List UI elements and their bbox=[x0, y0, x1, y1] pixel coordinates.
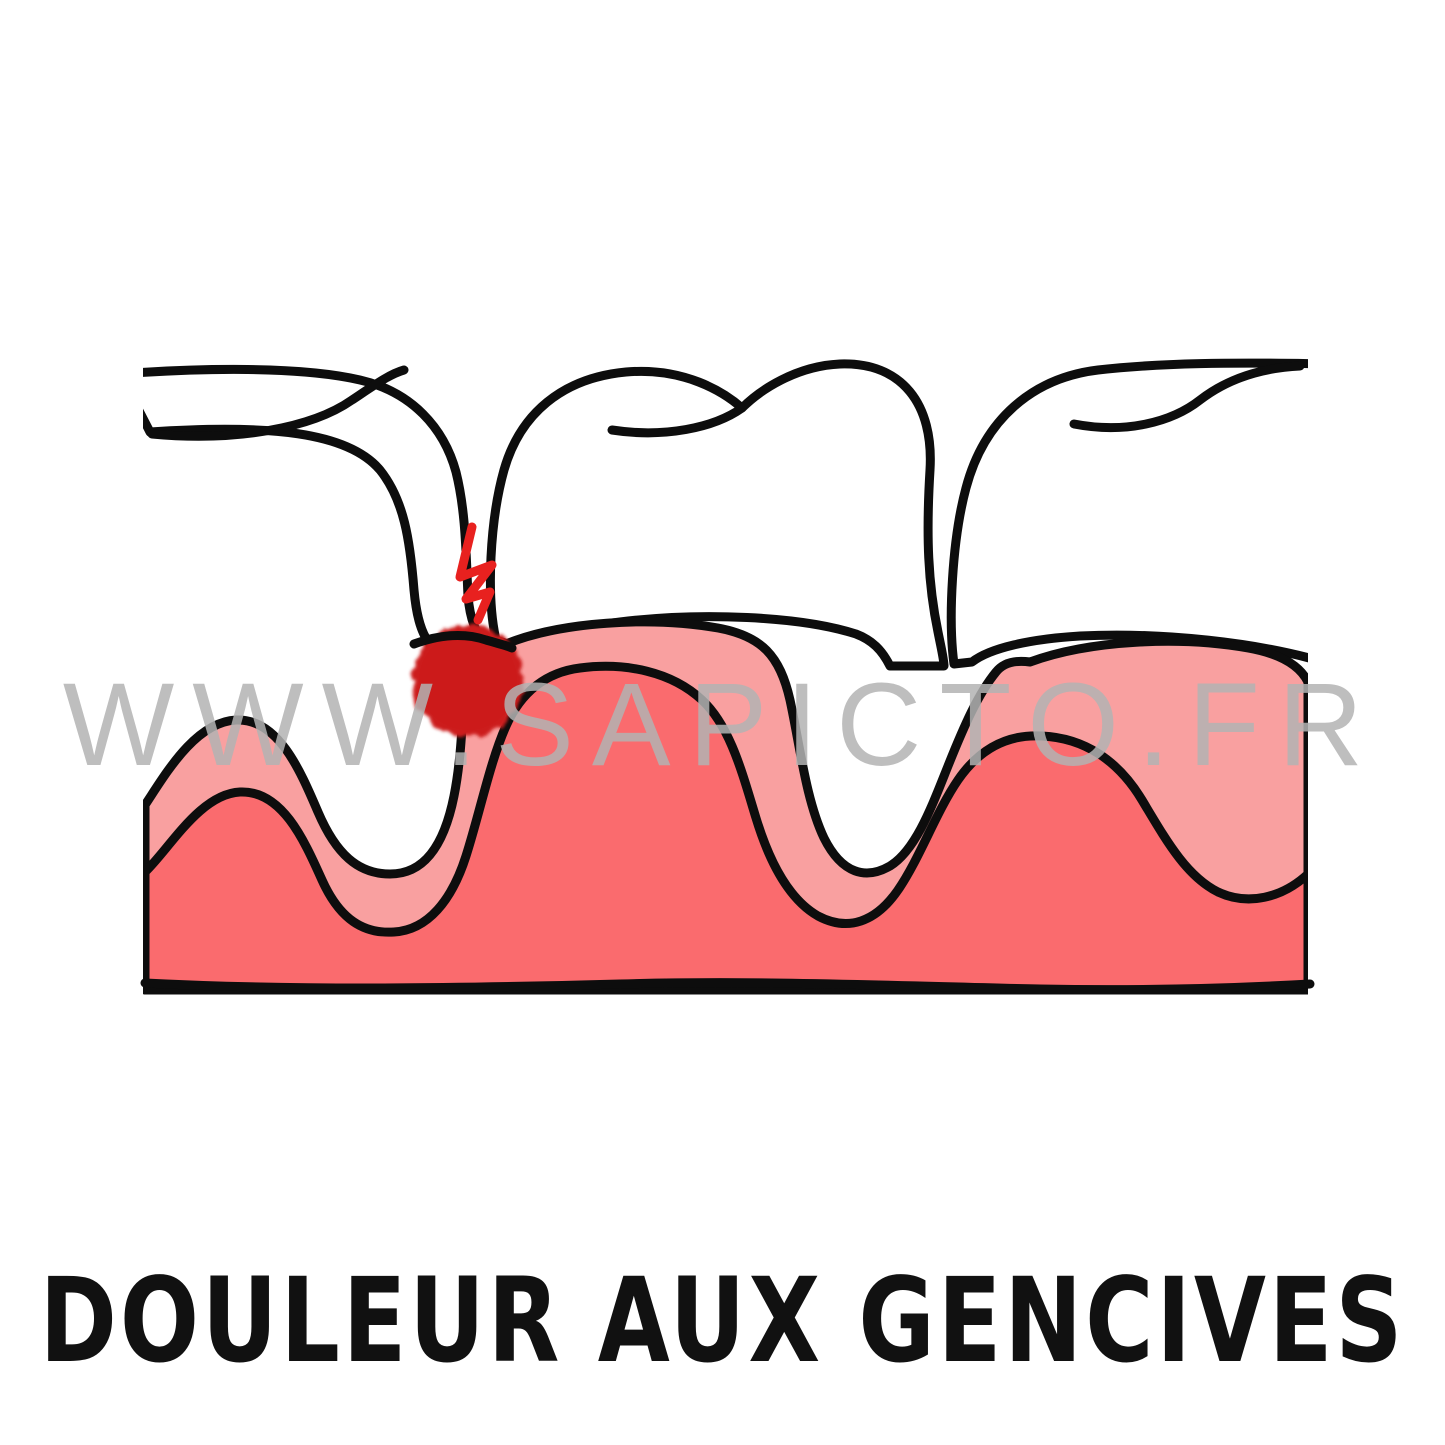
teeth-group bbox=[143, 358, 1308, 671]
gum-crest-line-left bbox=[409, 631, 517, 653]
watermark-text: WWW.SAPICTO.FR bbox=[63, 659, 1381, 791]
pain-lightning-bolt-icon bbox=[455, 522, 497, 625]
tooth-right bbox=[946, 358, 1308, 669]
gum-baseline bbox=[140, 978, 1315, 995]
page-caption: DOULEUR AUX GENCIVES bbox=[39, 1252, 1406, 1389]
gum-inner-layer bbox=[143, 661, 1308, 995]
tooth-center bbox=[485, 359, 949, 671]
tooth-center-cusp-groove bbox=[607, 403, 747, 438]
tooth-left bbox=[143, 364, 491, 649]
tooth-left-cusp-groove bbox=[147, 365, 409, 441]
inflamed-gum-spot bbox=[412, 625, 524, 737]
tooth-right-cusp-groove bbox=[1069, 361, 1305, 433]
